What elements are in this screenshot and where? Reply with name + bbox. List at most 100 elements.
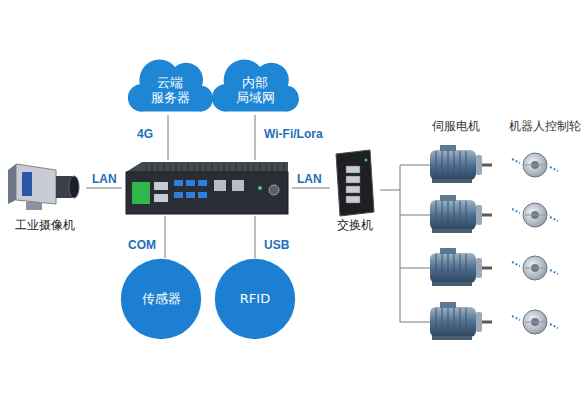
motion-mark <box>512 209 520 213</box>
camera-node: 工业摄像机 <box>4 158 86 236</box>
edge-label: COM <box>128 238 156 252</box>
pc-node <box>122 160 292 216</box>
motion-mark <box>512 316 520 320</box>
motor-flange <box>476 205 482 225</box>
ethernet-port <box>214 180 226 191</box>
cooling-fin <box>200 163 201 171</box>
camera-body <box>16 164 56 204</box>
cooling-fin <box>278 163 279 171</box>
motor-fin <box>454 308 455 336</box>
cooling-fin <box>164 163 165 171</box>
motor-terminal <box>440 145 456 151</box>
graphic-part <box>400 268 432 269</box>
cloud-node: 内部 局域网 <box>212 55 298 115</box>
motor-body <box>430 150 476 180</box>
lens-front <box>69 176 79 198</box>
usb-port <box>186 192 195 198</box>
cooling-fin <box>206 163 207 171</box>
motor-flange <box>476 258 482 278</box>
motor-terminal <box>440 195 456 201</box>
motor-wheel-pair <box>430 248 558 286</box>
pc-outline <box>122 160 292 216</box>
connector-line <box>255 216 256 258</box>
usb-port <box>174 180 183 186</box>
motor-fin <box>460 254 461 282</box>
graphic-part <box>400 215 432 216</box>
usb-port <box>198 180 207 186</box>
motor-shaft <box>482 214 492 217</box>
com-port <box>154 194 168 202</box>
motion-mark <box>550 167 558 171</box>
motor-wheel-pair <box>430 145 558 183</box>
cooling-fin <box>236 163 237 171</box>
cooling-fin <box>266 163 267 171</box>
cooling-fin <box>242 163 243 171</box>
motor-fin <box>460 151 461 179</box>
power-button <box>269 185 279 195</box>
motor-fin <box>454 254 455 282</box>
wheel-spoke <box>525 268 545 269</box>
graphic-part <box>400 165 432 166</box>
cooling-fin <box>146 163 147 171</box>
motor-wheel-pair <box>430 302 558 340</box>
motor-flange <box>476 312 482 332</box>
node-text: 传感器 <box>120 258 202 306</box>
connector-line <box>255 115 256 160</box>
cooling-fin <box>218 163 219 171</box>
circle-node: 传感器 <box>120 258 202 340</box>
camera-mount <box>26 202 42 210</box>
switch-node: 交换机 <box>330 150 380 234</box>
edge-label: LAN <box>297 172 322 186</box>
wheel-spoke <box>525 165 545 166</box>
cooling-fin <box>230 163 231 171</box>
connector-line <box>86 188 122 189</box>
motor-shaft <box>482 321 492 324</box>
com-port <box>154 182 168 190</box>
wheel-spoke <box>525 215 545 216</box>
control-wheel <box>523 153 547 177</box>
motor-body <box>430 307 476 337</box>
switch-port <box>346 186 360 193</box>
cooling-fin <box>212 163 213 171</box>
motor-fin <box>460 201 461 229</box>
motor-fin <box>442 308 443 336</box>
cloud-node: 云端 服务器 <box>128 55 212 115</box>
camera-panel <box>22 172 32 196</box>
motor-fin <box>442 201 443 229</box>
motor-fin <box>442 151 443 179</box>
graphic-part <box>380 190 400 191</box>
node-text: 工业摄像机 <box>0 158 96 233</box>
node-text: 交换机 <box>320 150 390 233</box>
motor-body <box>430 253 476 283</box>
motor-base <box>432 336 472 340</box>
motor-terminal <box>440 302 456 308</box>
cooling-fin <box>158 163 159 171</box>
edge-label: LAN <box>92 172 117 186</box>
motor-shaft <box>482 164 492 167</box>
motion-mark <box>550 270 558 274</box>
circle-shape <box>121 259 201 339</box>
wheel-spoke <box>525 322 545 323</box>
camera-side <box>8 164 16 204</box>
cooling-fin <box>224 163 225 171</box>
control-wheel <box>523 310 547 334</box>
switch-tree-wires <box>380 165 432 322</box>
graphic-part <box>400 165 401 322</box>
switch-led <box>365 159 368 162</box>
terminal-block <box>132 182 150 204</box>
cooling-fin <box>182 163 183 171</box>
motor-shaft <box>482 267 492 270</box>
usb-port <box>198 192 207 198</box>
connector-line <box>292 188 330 189</box>
switch-port <box>346 196 360 203</box>
motor-wheel-pair <box>430 195 558 233</box>
motor-fin <box>436 201 437 229</box>
cooling-fin <box>152 163 153 171</box>
control-wheel <box>523 203 547 227</box>
motor-fin <box>448 254 449 282</box>
motor-flange <box>476 155 482 175</box>
motor-fin <box>448 308 449 336</box>
edge-label: USB <box>264 238 289 252</box>
motor-base <box>432 179 472 183</box>
status-led <box>258 186 262 190</box>
